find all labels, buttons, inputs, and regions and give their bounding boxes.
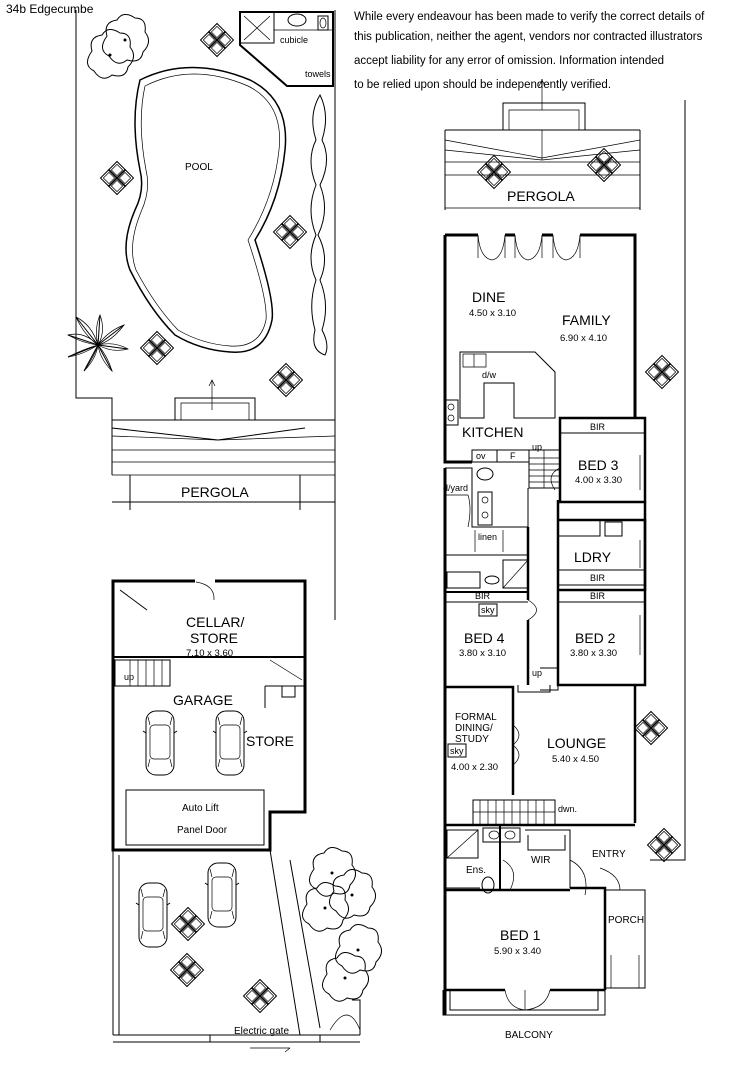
stairs-up-label-1: up: [532, 442, 542, 452]
cubicle-label: cubicle: [280, 35, 308, 45]
disclaimer-line-1: While every endeavour has been made to v…: [354, 11, 705, 23]
dine-dimensions: 4.50 x 3.10: [469, 308, 516, 319]
bed3-label: BED 3: [578, 457, 619, 473]
bed3-robe-label: BIR: [590, 422, 606, 432]
skylight-label-1: sky: [481, 605, 495, 615]
cellar-dimensions: 7.10 x 3.60: [186, 648, 233, 659]
backyard-plan: cubicle towels POOL PERGOLA: [67, 10, 336, 620]
upper-pergola-label: PERGOLA: [181, 484, 249, 500]
cellar-label-1: CELLAR/: [186, 614, 244, 630]
stairs-up-label-2: up: [532, 668, 542, 678]
bed4-label: BED 4: [464, 630, 505, 646]
kitchen-label: KITCHEN: [462, 424, 523, 440]
bed1-label: BED 1: [500, 927, 541, 943]
linen-label: linen: [478, 532, 497, 542]
main-pergola-label: PERGOLA: [507, 188, 575, 204]
bed2-label: BED 2: [575, 630, 616, 646]
panel-door-label: Panel Door: [177, 825, 228, 836]
balcony-label: BALCONY: [505, 1030, 553, 1041]
bed4-dimensions: 3.80 x 3.10: [459, 648, 506, 659]
drying-yard-label: d/yard: [443, 483, 468, 493]
bed2-dimensions: 3.80 x 3.30: [570, 648, 617, 659]
dishwasher-label: d/w: [482, 370, 497, 380]
lower-store-label: STORE: [246, 733, 294, 749]
formal-dimensions: 4.00 x 2.30: [451, 762, 498, 773]
family-label: FAMILY: [562, 312, 611, 328]
pool-label: POOL: [185, 162, 213, 173]
disclaimer-line-2: this publication, neither the agent, ven…: [354, 31, 703, 43]
property-address: 34b Edgecumbe: [6, 2, 94, 16]
bed3-dimensions: 4.00 x 3.30: [575, 475, 622, 486]
lounge-dimensions: 5.40 x 4.50: [552, 754, 599, 765]
disclaimer-line-4: to be relied upon should be independentl…: [354, 79, 611, 91]
family-dimensions: 6.90 x 4.10: [560, 333, 607, 344]
formal-label-3: STUDY: [455, 734, 489, 745]
cellar-label-2: STORE: [190, 630, 238, 646]
walk-in-robe-label: WIR: [531, 855, 550, 866]
porch-label: PORCH: [608, 915, 644, 926]
dine-label: DINE: [472, 289, 505, 305]
fridge-label: F: [510, 451, 516, 461]
bed2-robe-label: BIR: [590, 591, 606, 601]
bed4-robe-label: BIR: [475, 591, 491, 601]
entry-label: ENTRY: [592, 849, 626, 860]
disclaimer-line-3: accept liability for any error of omissi…: [354, 55, 664, 67]
ensuite-label: Ens.: [466, 865, 486, 876]
formal-label-1: FORMAL: [455, 712, 497, 723]
main-house-plan: PERGOLA DINE 4.50 x 3.10 FAMILY 6.90 x 4…: [442, 79, 686, 1041]
garage-stairs-up: up: [124, 672, 134, 682]
garage-level-plan: CELLAR/ STORE 7.10 x 3.60 up GARAGE STOR…: [111, 579, 383, 1053]
laundry-label: LDRY: [574, 549, 612, 565]
ldry-robe-label: BIR: [590, 573, 606, 583]
lounge-label: LOUNGE: [547, 735, 606, 751]
skylight-label-2: sky: [450, 746, 464, 756]
bed1-dimensions: 5.90 x 3.40: [494, 946, 541, 957]
garage-label: GARAGE: [173, 692, 233, 708]
stairs-down-label: dwn.: [558, 804, 577, 814]
auto-lift-label: Auto Lift: [182, 803, 219, 814]
electric-gate-label: Electric gate: [234, 1026, 289, 1037]
oven-label: ov: [476, 451, 486, 461]
formal-label-2: DINING/: [455, 723, 493, 734]
towels-label: towels: [305, 69, 331, 79]
